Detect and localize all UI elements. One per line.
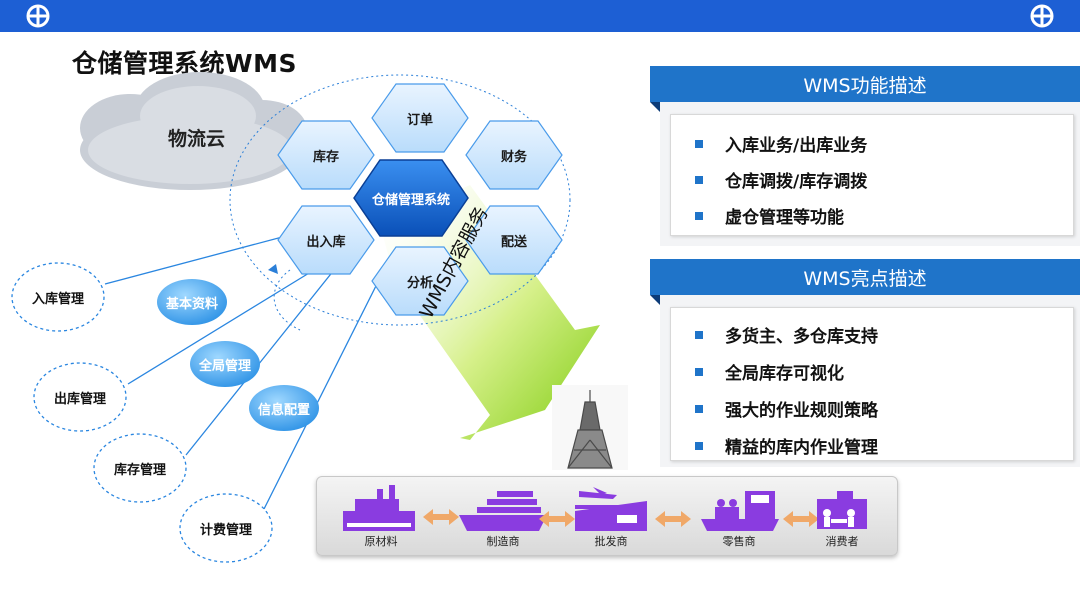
list-item: 入库业务/出库业务 bbox=[695, 131, 867, 156]
chain-label-manufacturer: 制造商 bbox=[486, 535, 520, 548]
cloud-label: 物流云 bbox=[168, 128, 226, 150]
chain-label-retailer: 零售商 bbox=[722, 535, 756, 548]
top-bar bbox=[0, 0, 1080, 32]
highlight-panel-header: WMS亮点描述 bbox=[650, 259, 1080, 305]
bullet-icon bbox=[695, 330, 703, 339]
bullet-icon bbox=[695, 367, 703, 376]
bubble-basic-data: 基本资料 bbox=[165, 296, 218, 312]
hex-inventory: 库存 bbox=[312, 149, 339, 165]
hex-inventory-shape bbox=[277, 120, 375, 190]
circle-stock: 库存管理 bbox=[113, 462, 166, 478]
crosshair-icon bbox=[26, 4, 50, 28]
bullet-icon bbox=[695, 211, 703, 220]
hex-analysis: 分析 bbox=[406, 275, 433, 291]
supply-chain-strip: 原材料 制造商 批发商 零售商 消费者 bbox=[316, 476, 898, 556]
crosshair-icon bbox=[1030, 4, 1054, 28]
hex-order-shape bbox=[371, 83, 469, 153]
function-panel-header: WMS功能描述 bbox=[650, 66, 1080, 112]
tower-icon bbox=[552, 385, 628, 470]
hex-analysis-shape bbox=[371, 246, 469, 316]
circle-inbound: 入库管理 bbox=[31, 291, 84, 307]
chain-label-raw-material: 原材料 bbox=[364, 535, 398, 548]
list-item: 仓库调拨/库存调拨 bbox=[695, 167, 867, 192]
hex-inout: 出入库 bbox=[306, 234, 346, 250]
hex-center: 仓储管理系统 bbox=[371, 192, 450, 208]
hex-inout-shape bbox=[277, 205, 375, 275]
airplane-icon bbox=[575, 487, 647, 531]
hex-center-shape bbox=[353, 159, 469, 237]
hex-finance-shape bbox=[465, 120, 563, 190]
circle-billing: 计费管理 bbox=[199, 522, 252, 538]
chain-label-wholesaler: 批发商 bbox=[594, 535, 628, 548]
consumer-icon bbox=[817, 491, 867, 529]
list-item: 多货主、多仓库支持 bbox=[695, 322, 878, 347]
circle-outbound: 出库管理 bbox=[53, 391, 106, 407]
list-item: 精益的库内作业管理 bbox=[695, 433, 878, 458]
hex-order: 订单 bbox=[406, 112, 433, 128]
double-arrow-icon bbox=[655, 511, 691, 527]
list-item: 虚仓管理等功能 bbox=[695, 203, 844, 228]
chain-label-consumer: 消费者 bbox=[825, 535, 859, 548]
bullet-icon bbox=[695, 441, 703, 450]
ship-icon bbox=[459, 491, 547, 531]
bubble-global-management: 全局管理 bbox=[198, 358, 251, 374]
list-item: 强大的作业规则策略 bbox=[695, 396, 878, 421]
double-arrow-icon bbox=[423, 509, 459, 525]
bullet-icon bbox=[695, 175, 703, 184]
hex-delivery: 配送 bbox=[500, 234, 527, 250]
factory-icon bbox=[343, 485, 415, 531]
hex-delivery-shape bbox=[465, 205, 563, 275]
double-arrow-icon bbox=[783, 511, 819, 527]
list-item: 全局库存可视化 bbox=[695, 359, 844, 384]
function-panel: 入库业务/出库业务 仓库调拨/库存调拨 虚仓管理等功能 bbox=[660, 102, 1080, 246]
bubble-info-config: 信息配置 bbox=[257, 402, 310, 418]
hex-finance: 财务 bbox=[500, 149, 527, 165]
highlight-panel: 多货主、多仓库支持 全局库存可视化 强大的作业规则策略 精益的库内作业管理 bbox=[660, 295, 1080, 467]
store-icon bbox=[701, 491, 779, 531]
cloud-shape bbox=[80, 72, 307, 190]
bullet-icon bbox=[695, 404, 703, 413]
bullet-icon bbox=[695, 139, 703, 148]
supply-chain-icons bbox=[343, 485, 867, 531]
double-arrow-icon bbox=[539, 511, 575, 527]
